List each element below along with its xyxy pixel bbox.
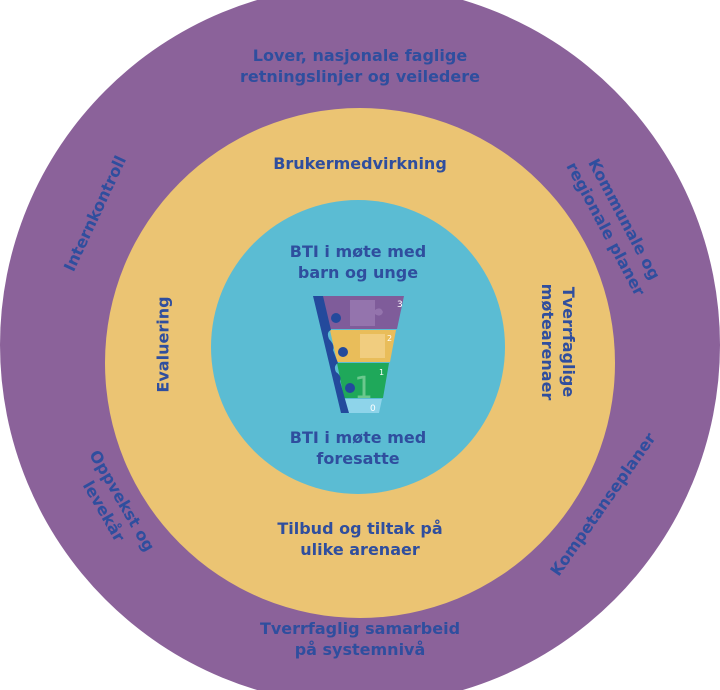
middle-label-meeting-arenas: Tverrfaglige møtearenaer <box>538 283 578 401</box>
funnel-level-label: 1 <box>379 368 384 377</box>
puzzle-piece-2 <box>360 334 385 358</box>
middle-label-offers-measures: Tilbud og tiltak på ulike arenaer <box>277 519 443 559</box>
funnel-level-label: 0 <box>370 404 376 414</box>
funnel-level-label: 3 <box>397 300 403 310</box>
outer-label-laws: Lover, nasjonale faglige retningslinjer … <box>240 46 480 86</box>
puzzle-knob <box>345 383 355 393</box>
middle-label-user-involvement: Brukermedvirkning <box>273 154 447 173</box>
outer-label-systemic-cooperation: Tverrfaglig samarbeid på systemnivå <box>259 619 461 659</box>
inner-label-parents: BTI i møte med foresatte <box>289 428 427 468</box>
funnel-level-0 <box>344 399 382 413</box>
funnel-rim <box>313 296 349 413</box>
puzzle-knob <box>338 347 348 357</box>
bti-level-funnel-icon: 3 2 1 0 1 <box>313 296 404 414</box>
funnel-level-label: 2 <box>387 334 392 343</box>
puzzle-knob <box>331 313 341 323</box>
inner-label-children: BTI i møte med barn og unge <box>289 242 427 282</box>
puzzle-piece-3 <box>350 300 383 326</box>
middle-label-evaluation: Evaluering <box>153 296 173 393</box>
funnel-big-number: 1 <box>354 371 373 406</box>
